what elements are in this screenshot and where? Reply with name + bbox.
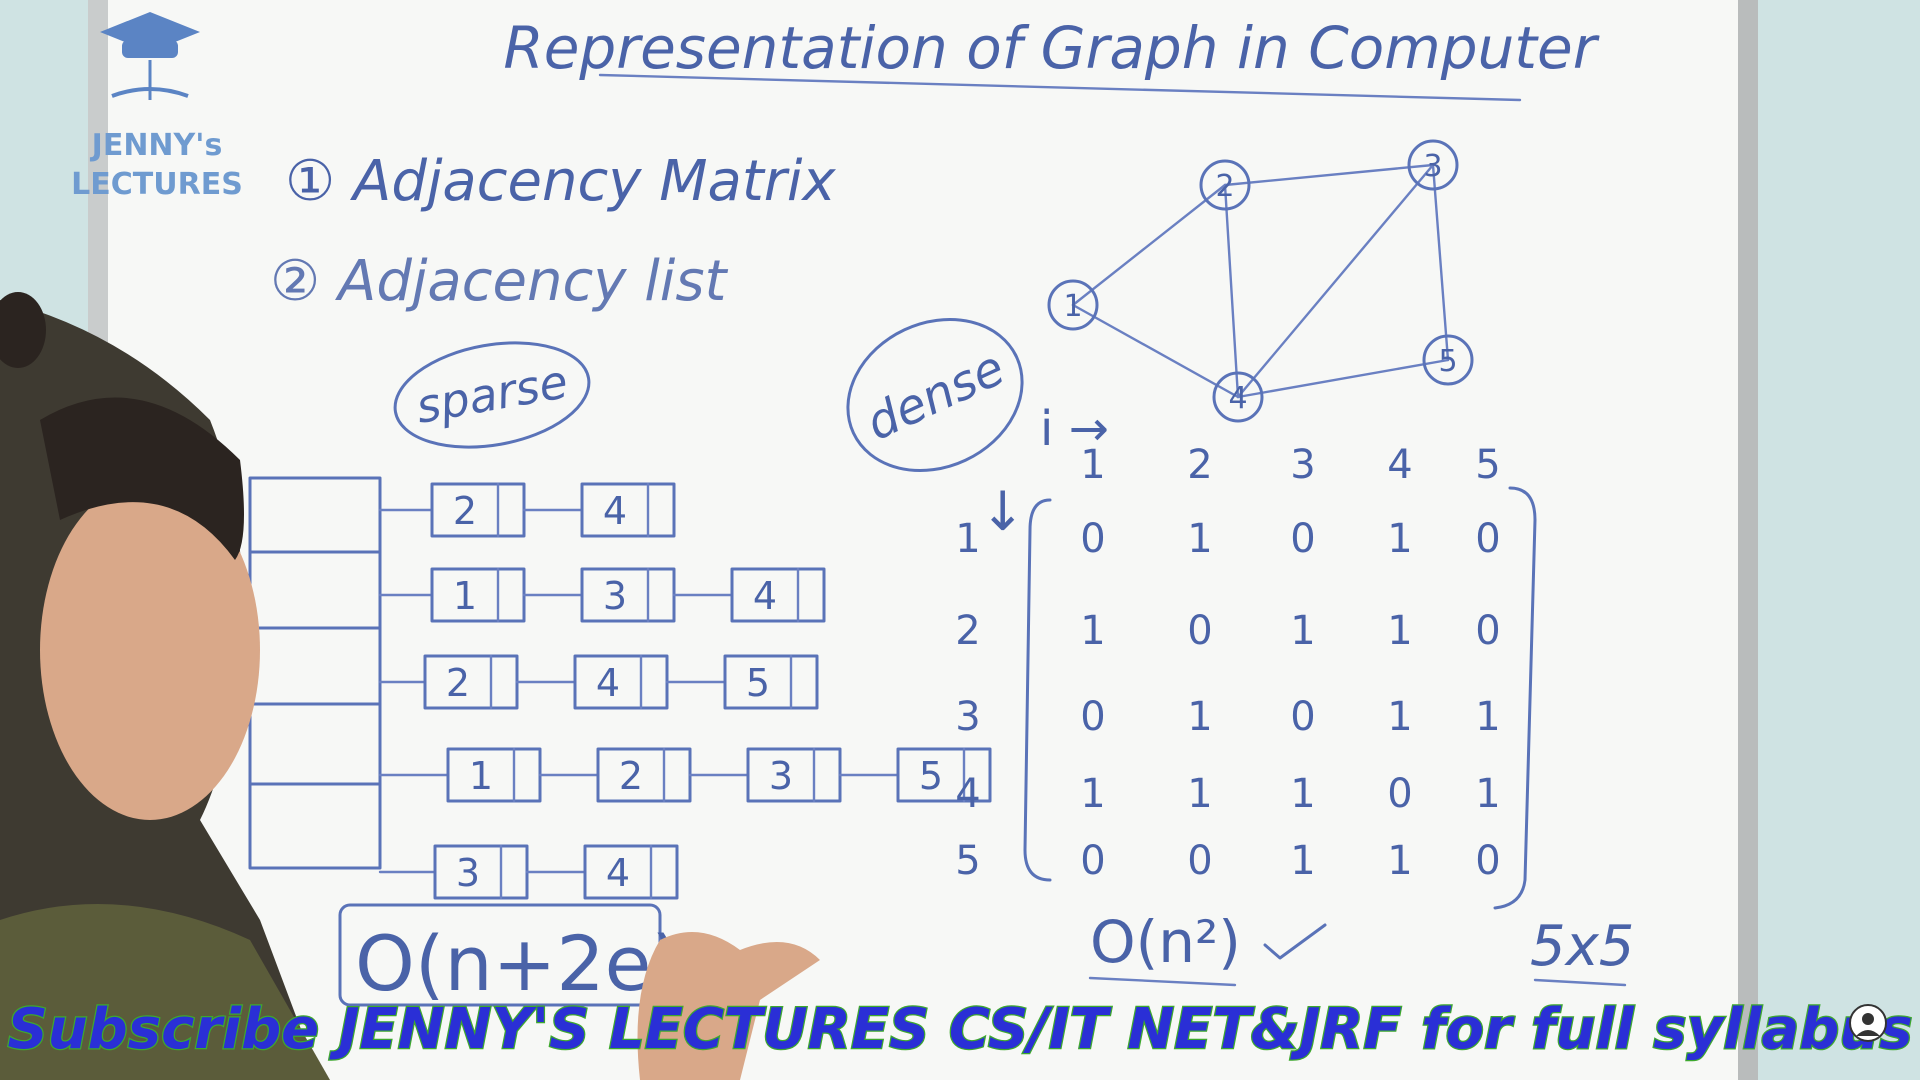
list-node: 4 <box>580 482 676 538</box>
matrix-cell: 1 <box>1187 516 1212 562</box>
list-node-value: 3 <box>603 574 627 618</box>
matrix-cell: 0 <box>1080 694 1105 740</box>
logo-line-1: JENNY's <box>90 128 223 163</box>
list-node-value: 4 <box>606 851 630 895</box>
method-adjacency-list: ② Adjacency list <box>270 249 728 314</box>
list-node: 5 <box>723 654 819 710</box>
matrix-cell: 0 <box>1080 838 1105 884</box>
list-node: 4 <box>583 844 679 900</box>
matrix-row-header: 5 <box>955 838 980 884</box>
matrix-cell: 0 <box>1475 838 1500 884</box>
matrix-cell: 1 <box>1475 771 1500 817</box>
matrix-col-header: 1 <box>1080 442 1105 488</box>
matrix-cell: 0 <box>1290 516 1315 562</box>
graph-node-1 <box>1047 279 1099 331</box>
matrix-complexity: O(n²) <box>1088 908 1327 987</box>
list-node-value: 4 <box>753 574 777 618</box>
matrix-cell: 1 <box>1187 694 1212 740</box>
matrix-cell: 0 <box>1080 516 1105 562</box>
list-node-value: 5 <box>919 754 943 798</box>
graph-edge-1-2 <box>1071 183 1227 307</box>
list-node: 3 <box>433 844 529 900</box>
graph-edge-2-3 <box>1223 163 1435 187</box>
matrix-cell: 0 <box>1475 608 1500 654</box>
matrix-cell: 0 <box>1387 771 1412 817</box>
matrix-col-header: 5 <box>1475 442 1500 488</box>
matrix-cell: 1 <box>1290 838 1315 884</box>
graph-node-label: 3 <box>1423 149 1442 184</box>
list-node-value: 5 <box>746 661 770 705</box>
list-node: 3 <box>580 567 676 623</box>
logo-line-2: LECTURES <box>71 167 243 202</box>
list-node-value: 2 <box>446 661 470 705</box>
matrix-cell: 0 <box>1290 694 1315 740</box>
matrix-cell: 1 <box>1187 771 1212 817</box>
graph-edge-3-4 <box>1236 163 1435 399</box>
list-node-value: 4 <box>596 661 620 705</box>
matrix-cell: 1 <box>1290 608 1315 654</box>
matrix-cell: 1 <box>1387 694 1412 740</box>
list-node-value: 2 <box>453 489 477 533</box>
matrix-row-header: 2 <box>955 608 980 654</box>
graph-node-label: 2 <box>1215 169 1234 204</box>
list-complexity: O(n+2e) <box>338 903 681 1008</box>
graph-node-3 <box>1407 139 1459 191</box>
watermark-icon <box>1849 1004 1887 1042</box>
hand-gesture <box>637 932 820 1080</box>
graduation-cap-icon <box>100 12 200 100</box>
graph-node-5 <box>1422 334 1474 386</box>
graph-node-label: 1 <box>1063 289 1082 324</box>
matrix-cell: 1 <box>1080 771 1105 817</box>
adjacency-matrix: i → ↓ 1 1 2 2 3 3 4 4 5 5 0 1 0 1 0 1 0 1 1 0 0 1 0 1 1 1 1 1 0 1 0 0 1 1… <box>955 401 1537 910</box>
graph-edge-3-5 <box>1431 163 1450 362</box>
list-node-value: 1 <box>453 574 477 618</box>
matrix-col-header: 2 <box>1187 442 1212 488</box>
graph-edge-4-5 <box>1236 358 1450 399</box>
graph-node-label: 4 <box>1228 381 1247 416</box>
list-node-value: 4 <box>603 489 627 533</box>
svg-text:O(n+2e): O(n+2e) <box>355 919 681 1008</box>
list-node-value: 2 <box>619 754 643 798</box>
graph-edge-1-4 <box>1071 303 1240 399</box>
list-node: 4 <box>730 567 826 623</box>
matrix-cell: 1 <box>1080 608 1105 654</box>
subscribe-caption: Subscribe JENNY'S LECTURES CS/IT NET&JRF… <box>7 997 1912 1062</box>
matrix-cell: 1 <box>1387 608 1412 654</box>
matrix-cell: 0 <box>1187 608 1212 654</box>
graph-node-4 <box>1212 371 1264 423</box>
svg-text:O(n²): O(n²) <box>1090 908 1241 976</box>
channel-logo: JENNY's LECTURES <box>71 12 243 202</box>
graph-node-label: 5 <box>1438 344 1457 379</box>
list-node: 5 <box>896 747 992 803</box>
board-title: Representation of Graph in Computer <box>503 14 1599 82</box>
presenter <box>0 292 820 1080</box>
matrix-cell: 1 <box>1387 838 1412 884</box>
matrix-cell: 1 <box>1387 516 1412 562</box>
matrix-row-header: 1 <box>955 516 980 562</box>
i-label: i → <box>1040 401 1109 457</box>
list-node-value: 1 <box>469 754 493 798</box>
graph-edge-2-4 <box>1223 183 1240 399</box>
matrix-cell: 1 <box>1290 771 1315 817</box>
list-node-value: 3 <box>456 851 480 895</box>
graph-diagram: 1 2 3 4 5 <box>1047 139 1474 423</box>
matrix-row-header: 4 <box>955 771 980 817</box>
matrix-cell: 1 <box>1475 694 1500 740</box>
j-arrow: ↓ <box>980 480 1025 543</box>
matrix-size: 5x5 <box>1530 914 1634 979</box>
graph-node-2 <box>1199 159 1251 211</box>
list-node-value: 3 <box>769 754 793 798</box>
matrix-cell: 0 <box>1187 838 1212 884</box>
method-adjacency-matrix: ① Adjacency Matrix <box>285 149 836 214</box>
matrix-row-header: 3 <box>955 694 980 740</box>
matrix-cell: 0 <box>1475 516 1500 562</box>
matrix-col-header: 4 <box>1387 442 1412 488</box>
matrix-col-header: 3 <box>1290 442 1315 488</box>
list-node: 1 <box>446 747 542 803</box>
